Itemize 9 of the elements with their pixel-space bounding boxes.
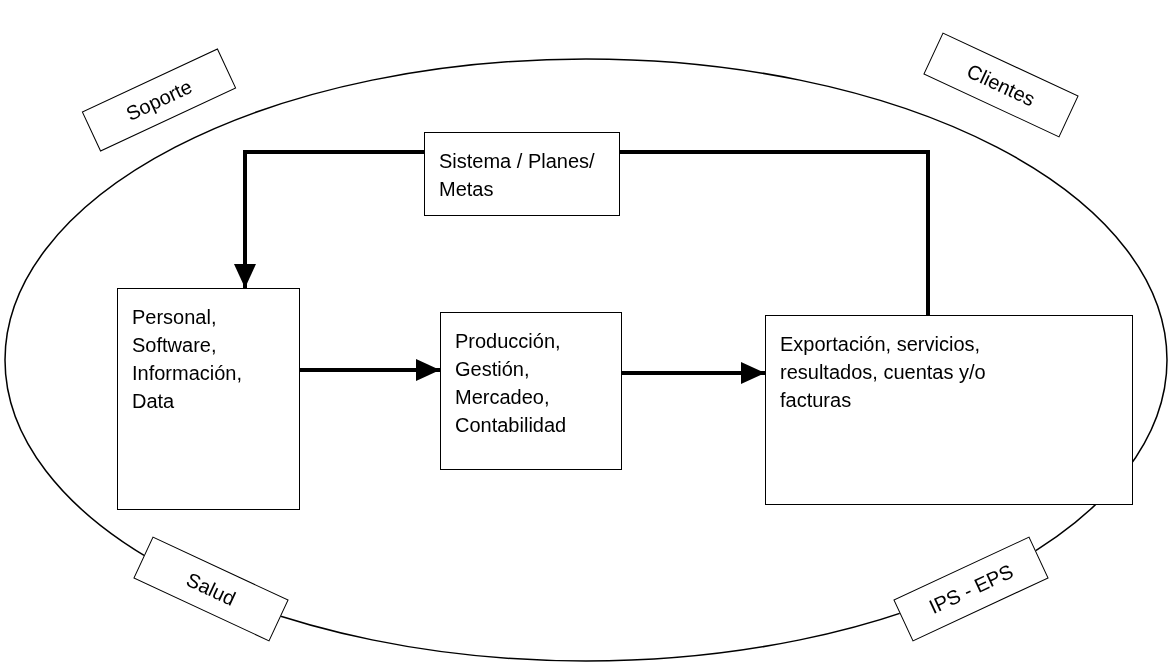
connector-line — [620, 150, 930, 315]
arrow — [300, 359, 440, 381]
process-box: Exportación, servicios, resultados, cuentas y/o facturas — [765, 315, 1133, 505]
process-box: Personal, Software, Información, Data — [117, 288, 300, 510]
arrow — [622, 362, 765, 384]
arrow — [234, 150, 424, 288]
process-box: Sistema / Planes/ Metas — [424, 132, 620, 216]
tilted-label-box: IPS - EPS — [893, 536, 1049, 642]
process-box: Producción, Gestión, Mercadeo, Contabilidad — [440, 312, 622, 470]
